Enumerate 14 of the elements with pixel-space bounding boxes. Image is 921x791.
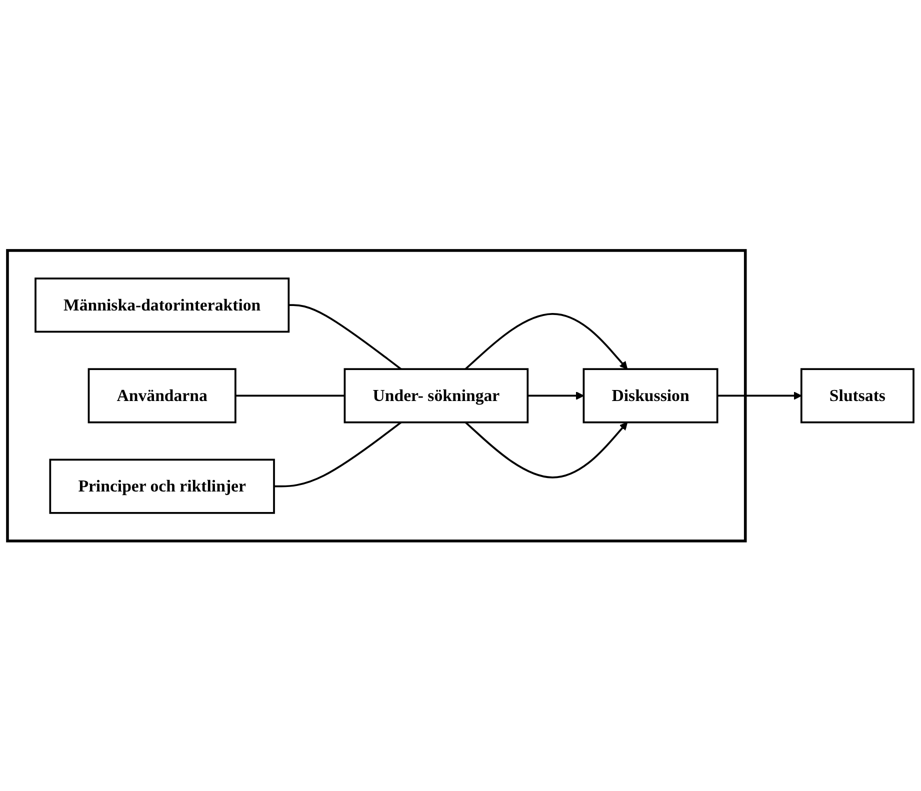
cluster	[6, 248, 747, 542]
node-box: Användarna	[88, 368, 236, 424]
connector	[235, 394, 345, 396]
node-box: Människa-datorinteraktion	[34, 277, 290, 332]
arrow	[717, 391, 802, 400]
arrow	[464, 312, 628, 370]
connector	[274, 421, 402, 488]
node-box: Slutsats	[800, 368, 914, 424]
node-box: Diskussion	[582, 368, 718, 424]
node-box: Principer och riktlinjer	[49, 458, 275, 514]
connector	[288, 304, 402, 370]
node-box: Under- sökningar	[344, 368, 529, 424]
arrow	[464, 421, 628, 478]
arrow	[528, 391, 584, 400]
